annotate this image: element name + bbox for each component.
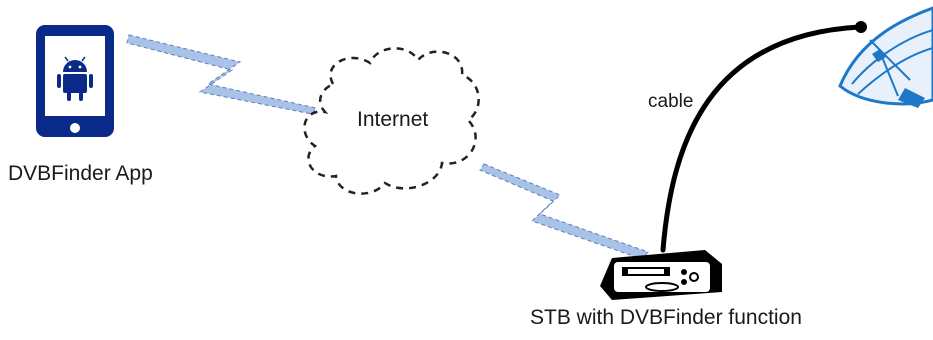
app-label: DVBFinder App [8,162,153,185]
stb-label: STB with DVBFinder function [530,306,802,329]
android-logo-icon [57,56,93,101]
cable-connector [855,21,867,33]
smartphone-icon [36,25,114,137]
cloud-icon [303,47,480,195]
wireless-link-app-internet [126,34,317,115]
cable-label: cable [648,91,694,112]
internet-label: Internet [357,108,429,131]
set-top-box-icon [600,250,722,300]
satellite-dish-icon [838,6,933,108]
cable-line [660,24,863,253]
wireless-link-internet-stb [479,163,649,260]
